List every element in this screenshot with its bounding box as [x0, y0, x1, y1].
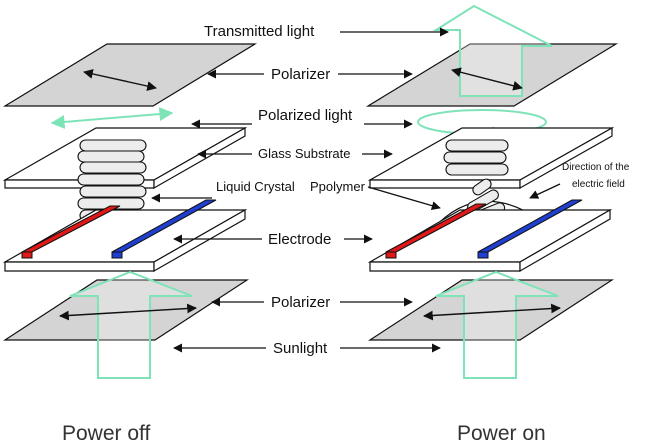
label-electrode: Electrode	[268, 231, 331, 248]
right-electrode-substrate-side	[519, 208, 611, 273]
left-sunlight-arrow	[69, 270, 193, 379]
right-electrode-blue-face	[477, 251, 489, 259]
label-polymer: Ppolymer	[310, 179, 366, 194]
label-polarizer-bottom: Polarizer	[271, 294, 330, 311]
left-electrode-substrate-side	[153, 208, 246, 273]
left-bottom-polarizer-axis-arrow	[59, 303, 197, 321]
right-stack	[365, 4, 619, 379]
left-stack	[2, 43, 258, 379]
label-transmitted-light: Transmitted light	[204, 23, 315, 40]
left-electrode-red-face	[21, 251, 33, 259]
label-liquid-crystal: Liquid Crystal	[216, 179, 295, 194]
left-electrode-blue-face	[111, 251, 123, 259]
label-polarizer-top: Polarizer	[271, 66, 330, 83]
center-labels: Transmitted light Polarizer Polarized li…	[151, 23, 630, 357]
right-bottom-polarizer-axis-arrow	[423, 303, 561, 321]
caption-power-on: Power on	[457, 422, 546, 445]
left-polarized-light-arrow	[50, 107, 174, 129]
right-top-polarizer-axis-arrow	[451, 67, 523, 91]
right-liquid-crystal-upper-rods	[443, 139, 509, 176]
label-polarized-light: Polarized light	[258, 107, 353, 124]
left-top-polarizer	[2, 43, 258, 107]
left-electrode-substrate-edge	[4, 261, 155, 272]
leader-polymer	[367, 186, 441, 211]
leader-field-direction	[529, 183, 561, 199]
left-top-polarizer-axis-arrow	[83, 69, 157, 91]
caption-power-off: Power off	[62, 422, 150, 445]
label-sunlight: Sunlight	[273, 340, 328, 357]
right-electrode-red-face	[385, 251, 397, 259]
right-glass-substrate-side	[519, 126, 613, 190]
label-field-direction-line2: electric field	[572, 179, 625, 190]
right-electrode-substrate-edge	[369, 261, 521, 272]
label-field-direction-line1: Direction of the	[562, 162, 630, 173]
right-glass-substrate-edge	[369, 179, 521, 189]
right-sunlight-arrow	[435, 270, 559, 379]
label-glass-substrate: Glass Substrate	[258, 146, 351, 161]
